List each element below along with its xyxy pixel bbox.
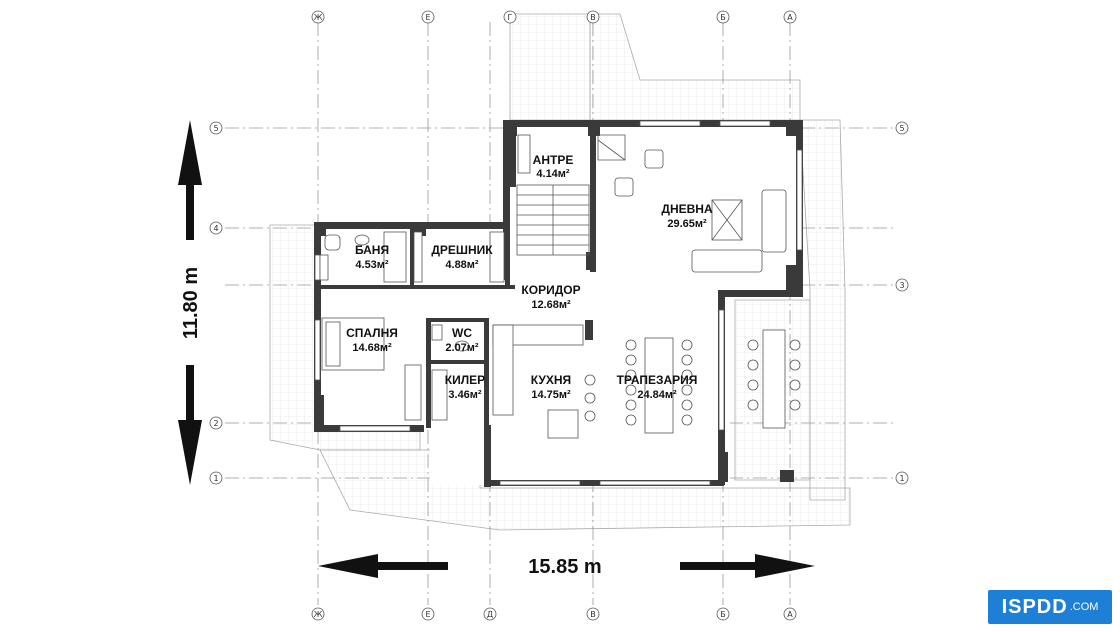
axis-col-d-bottom: Д — [487, 610, 493, 619]
room-banya-name: БАНЯ — [355, 243, 389, 257]
room-koridor-area: 12.68м² — [531, 299, 571, 311]
furniture — [319, 134, 801, 439]
room-koridor-name: КОРИДОР — [521, 283, 580, 297]
axis-row-2-left: 2 — [213, 419, 218, 428]
axis-col-v-top: В — [590, 13, 596, 22]
axis-col-a-top: А — [787, 13, 793, 22]
room-labels: АНТРЕ 4.14м² ДНЕВНА 29.65м² БАНЯ 4.53м² … — [346, 153, 713, 401]
axis-row-5-left: 5 — [213, 124, 218, 133]
axis-bubbles — [209, 10, 909, 621]
width-dimension-text: 15.85 m — [528, 556, 601, 578]
height-dimension: 11.80 m — [178, 120, 202, 485]
room-dreshnik-name: ДРЕШНИК — [431, 243, 493, 257]
room-kuhnya-name: КУХНЯ — [531, 373, 571, 387]
room-dnevna-name: ДНЕВНА — [661, 202, 713, 216]
axis-row-4-left: 4 — [213, 224, 218, 233]
axis-col-e-bottom: Е — [425, 610, 430, 619]
room-kiler-name: КИЛЕР — [445, 373, 485, 387]
room-trapezariya-name: ТРАПЕЗАРИЯ — [617, 373, 698, 387]
axis-row-5-right: 5 — [899, 124, 904, 133]
room-trapezariya-area: 24.84м² — [637, 389, 677, 401]
ispdd-logo[interactable]: ISPDD .COM — [988, 590, 1112, 624]
axis-labels: Ж Е Г В Б А Ж Е Д В Б А 5 4 2 1 5 3 1 — [213, 13, 904, 619]
axis-row-1-right: 1 — [899, 474, 904, 483]
room-banya-area: 4.53м² — [355, 259, 389, 271]
axis-col-a-bottom: А — [787, 610, 793, 619]
staircase — [516, 134, 626, 256]
room-dnevna-area: 29.65м² — [667, 218, 707, 230]
axis-row-3-right: 3 — [899, 281, 904, 290]
room-antre-name: АНТРЕ — [533, 153, 574, 167]
room-dreshnik-area: 4.88м² — [445, 259, 479, 271]
height-dimension-text: 11.80 m — [180, 267, 202, 339]
room-kuhnya-area: 14.75м² — [531, 389, 571, 401]
axis-col-e-top: Е — [425, 13, 430, 22]
axis-col-zh-bottom: Ж — [314, 610, 323, 619]
room-spalnya-area: 14.68м² — [352, 342, 392, 354]
axis-col-zh-top: Ж — [314, 13, 323, 22]
width-dimension: 15.85 m — [318, 554, 815, 578]
room-antre-area: 4.14м² — [536, 168, 570, 180]
logo-main-text: ISPDD — [1001, 595, 1068, 618]
room-kiler-area: 3.46м² — [448, 389, 482, 401]
room-wc-name: WC — [452, 326, 472, 340]
axis-col-b-top: Б — [720, 13, 726, 22]
axis-col-g-top: Г — [508, 13, 513, 22]
windows — [314, 120, 803, 486]
logo-suffix-text: .COM — [1069, 601, 1099, 613]
room-spalnya-name: СПАЛНЯ — [346, 326, 398, 340]
room-wc-area: 2.07м² — [445, 342, 479, 354]
axis-col-v-bottom: В — [590, 610, 596, 619]
axis-col-b-bottom: Б — [720, 610, 726, 619]
axis-row-1-left: 1 — [213, 474, 218, 483]
